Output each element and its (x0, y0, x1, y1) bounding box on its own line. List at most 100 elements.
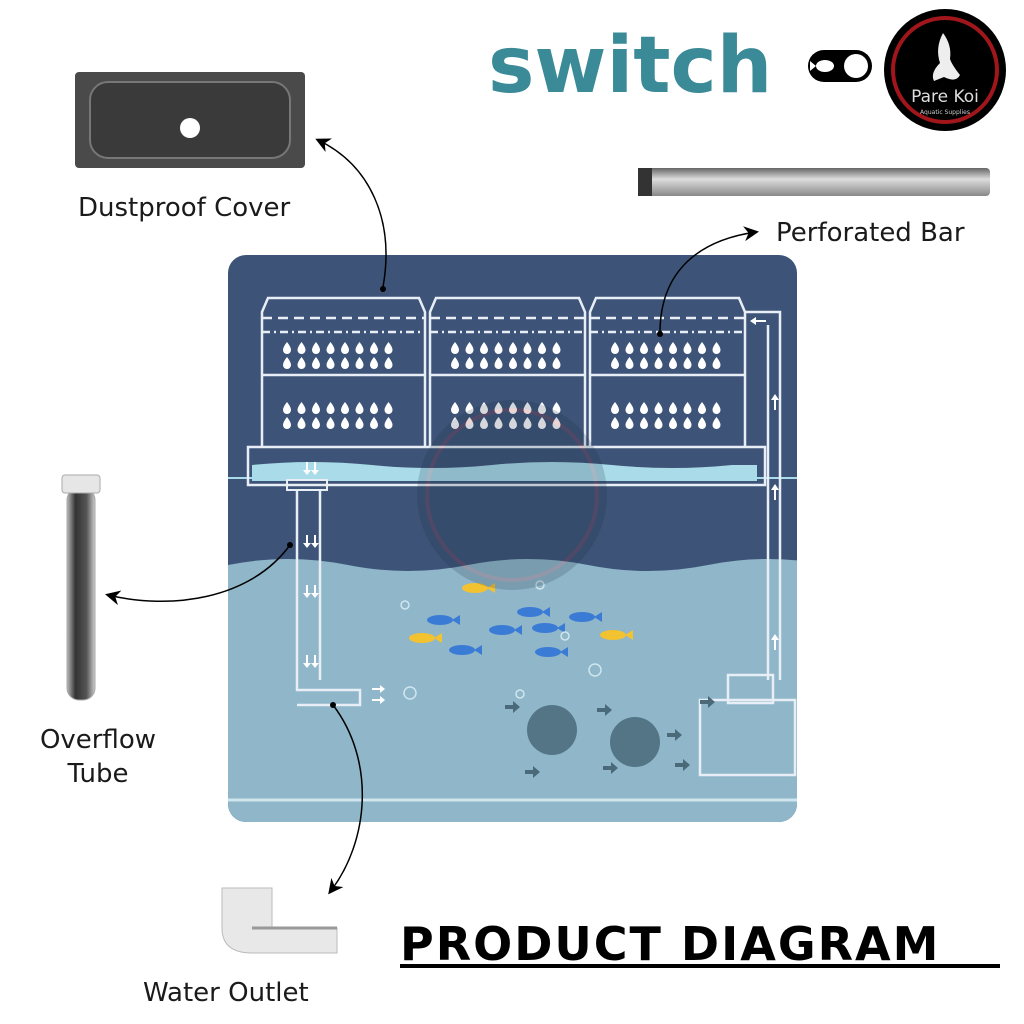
drip-hole (283, 402, 291, 414)
drip-hole (384, 417, 393, 429)
drip-hole (611, 342, 619, 354)
drip-hole (465, 417, 474, 429)
pare-koi-logo: Pare Koi Aquatic Supplies (884, 9, 1006, 131)
drip-hole (698, 357, 706, 369)
drip-hole (451, 402, 459, 414)
fish-icon (535, 647, 568, 657)
drip-hole (509, 402, 517, 414)
drip-hole (283, 357, 291, 369)
filter-diagram-panel (228, 255, 797, 822)
fish-icon (449, 645, 482, 655)
drip-hole (283, 417, 291, 429)
drip-hole (625, 342, 634, 354)
drip-hole (370, 402, 378, 414)
drip-hole (523, 417, 532, 429)
water-outlet-image (221, 887, 338, 954)
drip-hole (640, 357, 648, 369)
drip-hole (465, 342, 474, 354)
drip-hole (283, 342, 291, 354)
drip-hole (494, 402, 503, 414)
filter-tank (428, 296, 587, 447)
drip-hole (523, 342, 532, 354)
drip-hole (465, 357, 474, 369)
drip-hole (669, 357, 677, 369)
callout-arrows (105, 138, 759, 895)
drip-hole (297, 342, 306, 354)
drip-hole (370, 342, 378, 354)
fish-icon (517, 607, 550, 617)
drip-hole (341, 357, 349, 369)
drip-hole (523, 357, 532, 369)
filter-tank (260, 296, 427, 447)
drip-hole (654, 357, 663, 369)
drip-hole (698, 342, 706, 354)
drip-hole (355, 342, 364, 354)
drip-hole (625, 417, 634, 429)
drip-hole (683, 357, 692, 369)
drip-hole (480, 357, 488, 369)
drip-hole (480, 402, 488, 414)
drip-hole (355, 402, 364, 414)
label-overflow-line1: Overflow (40, 725, 156, 755)
drip-hole (341, 342, 349, 354)
drip-hole (698, 417, 706, 429)
drip-hole (611, 417, 619, 429)
toggle-switch-icon (808, 50, 872, 82)
label-dustproof-cover: Dustproof Cover (78, 193, 291, 223)
drip-hole (640, 402, 648, 414)
drip-hole (683, 342, 692, 354)
drip-hole (355, 417, 364, 429)
drip-hole (326, 342, 335, 354)
drip-hole (509, 342, 517, 354)
drip-hole (523, 402, 532, 414)
drip-hole (538, 417, 546, 429)
page-title: PRODUCT DIAGRAM (400, 917, 940, 971)
drip-hole (611, 357, 619, 369)
drip-hole (538, 357, 546, 369)
label-overflow-line2: Tube (67, 759, 129, 789)
drip-hole (552, 357, 561, 369)
drip-hole (654, 402, 663, 414)
drip-hole (326, 402, 335, 414)
drip-hole (669, 417, 677, 429)
fish-icon (462, 583, 495, 593)
drip-hole (552, 402, 561, 414)
logo-tagline: Aquatic Supplies (920, 109, 970, 116)
label-perforated-bar: Perforated Bar (776, 218, 965, 248)
fish-icon (532, 623, 565, 633)
drip-hole (297, 357, 306, 369)
drip-hole (451, 357, 459, 369)
drip-hole (640, 417, 648, 429)
drip-hole (355, 357, 364, 369)
fish-icon (569, 612, 602, 622)
drip-hole (341, 402, 349, 414)
logo-name: Pare Koi (911, 87, 979, 107)
drip-hole (698, 402, 706, 414)
drip-hole (712, 417, 721, 429)
fish-icon (409, 633, 442, 643)
fish-icon (427, 615, 460, 625)
drip-hole (509, 417, 517, 429)
drip-hole (326, 357, 335, 369)
drip-hole (312, 357, 320, 369)
drip-hole (451, 342, 459, 354)
drip-hole (297, 402, 306, 414)
drip-hole (312, 417, 320, 429)
drip-hole (312, 402, 320, 414)
drip-hole (509, 357, 517, 369)
fish-icon (489, 625, 522, 635)
drip-hole (712, 342, 721, 354)
drip-hole (625, 357, 634, 369)
drip-hole (494, 357, 503, 369)
drip-hole (669, 402, 677, 414)
drip-hole (312, 342, 320, 354)
drip-hole (326, 417, 335, 429)
drip-hole (451, 417, 459, 429)
drip-hole (654, 417, 663, 429)
drip-hole (538, 402, 546, 414)
drip-hole (494, 342, 503, 354)
drip-hole (712, 402, 721, 414)
drip-hole (712, 357, 721, 369)
overflow-tube-image (61, 474, 101, 701)
